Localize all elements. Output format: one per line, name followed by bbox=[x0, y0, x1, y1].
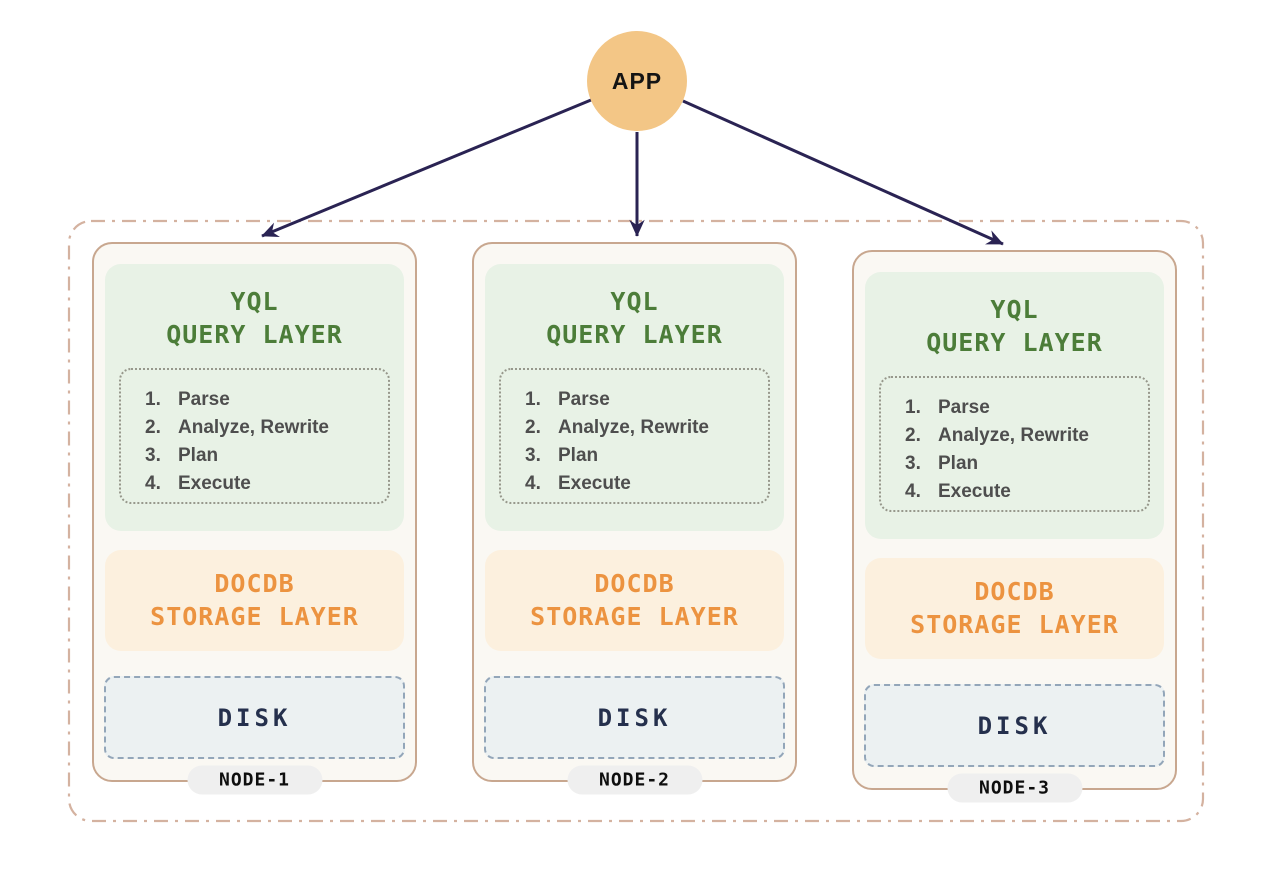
step-label: Analyze, Rewrite bbox=[938, 425, 1089, 446]
step-number: 2. bbox=[905, 425, 921, 446]
node-label-pill: NODE-3 bbox=[946, 773, 1083, 803]
step-label: Parse bbox=[938, 397, 990, 418]
step-item: 1. Parse bbox=[525, 386, 768, 414]
storage-layer-title-line1: DOCDB bbox=[214, 569, 295, 598]
step-item: 2. Analyze, Rewrite bbox=[525, 414, 768, 442]
storage-layer-title: DOCDB STORAGE LAYER bbox=[485, 567, 784, 633]
query-layer-section: YQL QUERY LAYER 1. Parse 2. Analyze, Rew… bbox=[105, 264, 404, 531]
step-label: Analyze, Rewrite bbox=[558, 417, 709, 438]
disk-box: DISK bbox=[484, 676, 785, 759]
step-item: 3. Plan bbox=[525, 442, 768, 470]
step-label: Execute bbox=[178, 473, 251, 494]
step-item: 4. Execute bbox=[525, 470, 768, 498]
storage-layer-title-line1: DOCDB bbox=[974, 577, 1055, 606]
query-layer-title: YQL QUERY LAYER bbox=[105, 264, 404, 351]
node-card-1: YQL QUERY LAYER 1. Parse 2. Analyze, Rew… bbox=[92, 242, 417, 795]
query-layer-title-line2: QUERY LAYER bbox=[546, 320, 723, 349]
step-item: 4. Execute bbox=[145, 470, 388, 498]
step-item: 3. Plan bbox=[145, 442, 388, 470]
step-number: 2. bbox=[525, 417, 541, 438]
step-label: Parse bbox=[558, 389, 610, 410]
query-steps-box: 1. Parse 2. Analyze, Rewrite 3. Plan 4. … bbox=[119, 368, 390, 504]
storage-layer-title-line1: DOCDB bbox=[594, 569, 675, 598]
step-item: 1. Parse bbox=[145, 386, 388, 414]
storage-layer-title: DOCDB STORAGE LAYER bbox=[865, 575, 1164, 641]
disk-label: DISK bbox=[217, 703, 292, 732]
query-layer-title: YQL QUERY LAYER bbox=[865, 272, 1164, 359]
step-label: Plan bbox=[938, 453, 979, 474]
query-layer-title: YQL QUERY LAYER bbox=[485, 264, 784, 351]
storage-layer-section: DOCDB STORAGE LAYER bbox=[865, 558, 1164, 659]
query-steps-box: 1. Parse 2. Analyze, Rewrite 3. Plan 4. … bbox=[879, 376, 1150, 512]
query-layer-section: YQL QUERY LAYER 1. Parse 2. Analyze, Rew… bbox=[865, 272, 1164, 539]
query-layer-title-line2: QUERY LAYER bbox=[166, 320, 343, 349]
step-item: 1. Parse bbox=[905, 394, 1148, 422]
step-label: Execute bbox=[558, 473, 631, 494]
node-label: NODE-3 bbox=[978, 777, 1051, 799]
cluster-boundary bbox=[67, 219, 1205, 823]
storage-layer-title-line2: STORAGE LAYER bbox=[530, 602, 739, 631]
node-label: NODE-2 bbox=[598, 769, 671, 791]
node-label-pill: NODE-1 bbox=[186, 765, 323, 795]
query-layer-title-line1: YQL bbox=[990, 295, 1039, 324]
step-item: 3. Plan bbox=[905, 450, 1148, 478]
step-item: 2. Analyze, Rewrite bbox=[145, 414, 388, 442]
step-label: Plan bbox=[558, 445, 599, 466]
storage-layer-title: DOCDB STORAGE LAYER bbox=[105, 567, 404, 633]
arrow-app-to-node-3 bbox=[682, 99, 1004, 246]
node-label-pill: NODE-2 bbox=[566, 765, 703, 795]
storage-layer-section: DOCDB STORAGE LAYER bbox=[105, 550, 404, 651]
step-number: 1. bbox=[145, 389, 161, 410]
storage-layer-section: DOCDB STORAGE LAYER bbox=[485, 550, 784, 651]
app-node: APP bbox=[587, 31, 687, 131]
query-layer-title-line1: YQL bbox=[230, 287, 279, 316]
step-number: 4. bbox=[525, 473, 541, 494]
step-number: 3. bbox=[905, 453, 921, 474]
step-number: 2. bbox=[145, 417, 161, 438]
node-card-3: YQL QUERY LAYER 1. Parse 2. Analyze, Rew… bbox=[852, 250, 1177, 803]
step-item: 2. Analyze, Rewrite bbox=[905, 422, 1148, 450]
disk-box: DISK bbox=[104, 676, 405, 759]
node-label: NODE-1 bbox=[218, 769, 291, 791]
query-layer-title-line1: YQL bbox=[610, 287, 659, 316]
step-number: 3. bbox=[525, 445, 541, 466]
step-label: Execute bbox=[938, 481, 1011, 502]
disk-label: DISK bbox=[977, 711, 1052, 740]
query-layer-title-line2: QUERY LAYER bbox=[926, 328, 1103, 357]
app-label: APP bbox=[611, 67, 663, 94]
arrow-app-to-node-1 bbox=[261, 98, 592, 238]
query-layer-section: YQL QUERY LAYER 1. Parse 2. Analyze, Rew… bbox=[485, 264, 784, 531]
step-label: Analyze, Rewrite bbox=[178, 417, 329, 438]
node-card-2: YQL QUERY LAYER 1. Parse 2. Analyze, Rew… bbox=[472, 242, 797, 795]
step-number: 4. bbox=[145, 473, 161, 494]
step-item: 4. Execute bbox=[905, 478, 1148, 506]
step-label: Plan bbox=[178, 445, 219, 466]
query-steps-box: 1. Parse 2. Analyze, Rewrite 3. Plan 4. … bbox=[499, 368, 770, 504]
step-number: 1. bbox=[905, 397, 921, 418]
step-number: 1. bbox=[525, 389, 541, 410]
step-label: Parse bbox=[178, 389, 230, 410]
storage-layer-title-line2: STORAGE LAYER bbox=[910, 610, 1119, 639]
storage-layer-title-line2: STORAGE LAYER bbox=[150, 602, 359, 631]
disk-label: DISK bbox=[597, 703, 672, 732]
disk-box: DISK bbox=[864, 684, 1165, 767]
step-number: 4. bbox=[905, 481, 921, 502]
step-number: 3. bbox=[145, 445, 161, 466]
